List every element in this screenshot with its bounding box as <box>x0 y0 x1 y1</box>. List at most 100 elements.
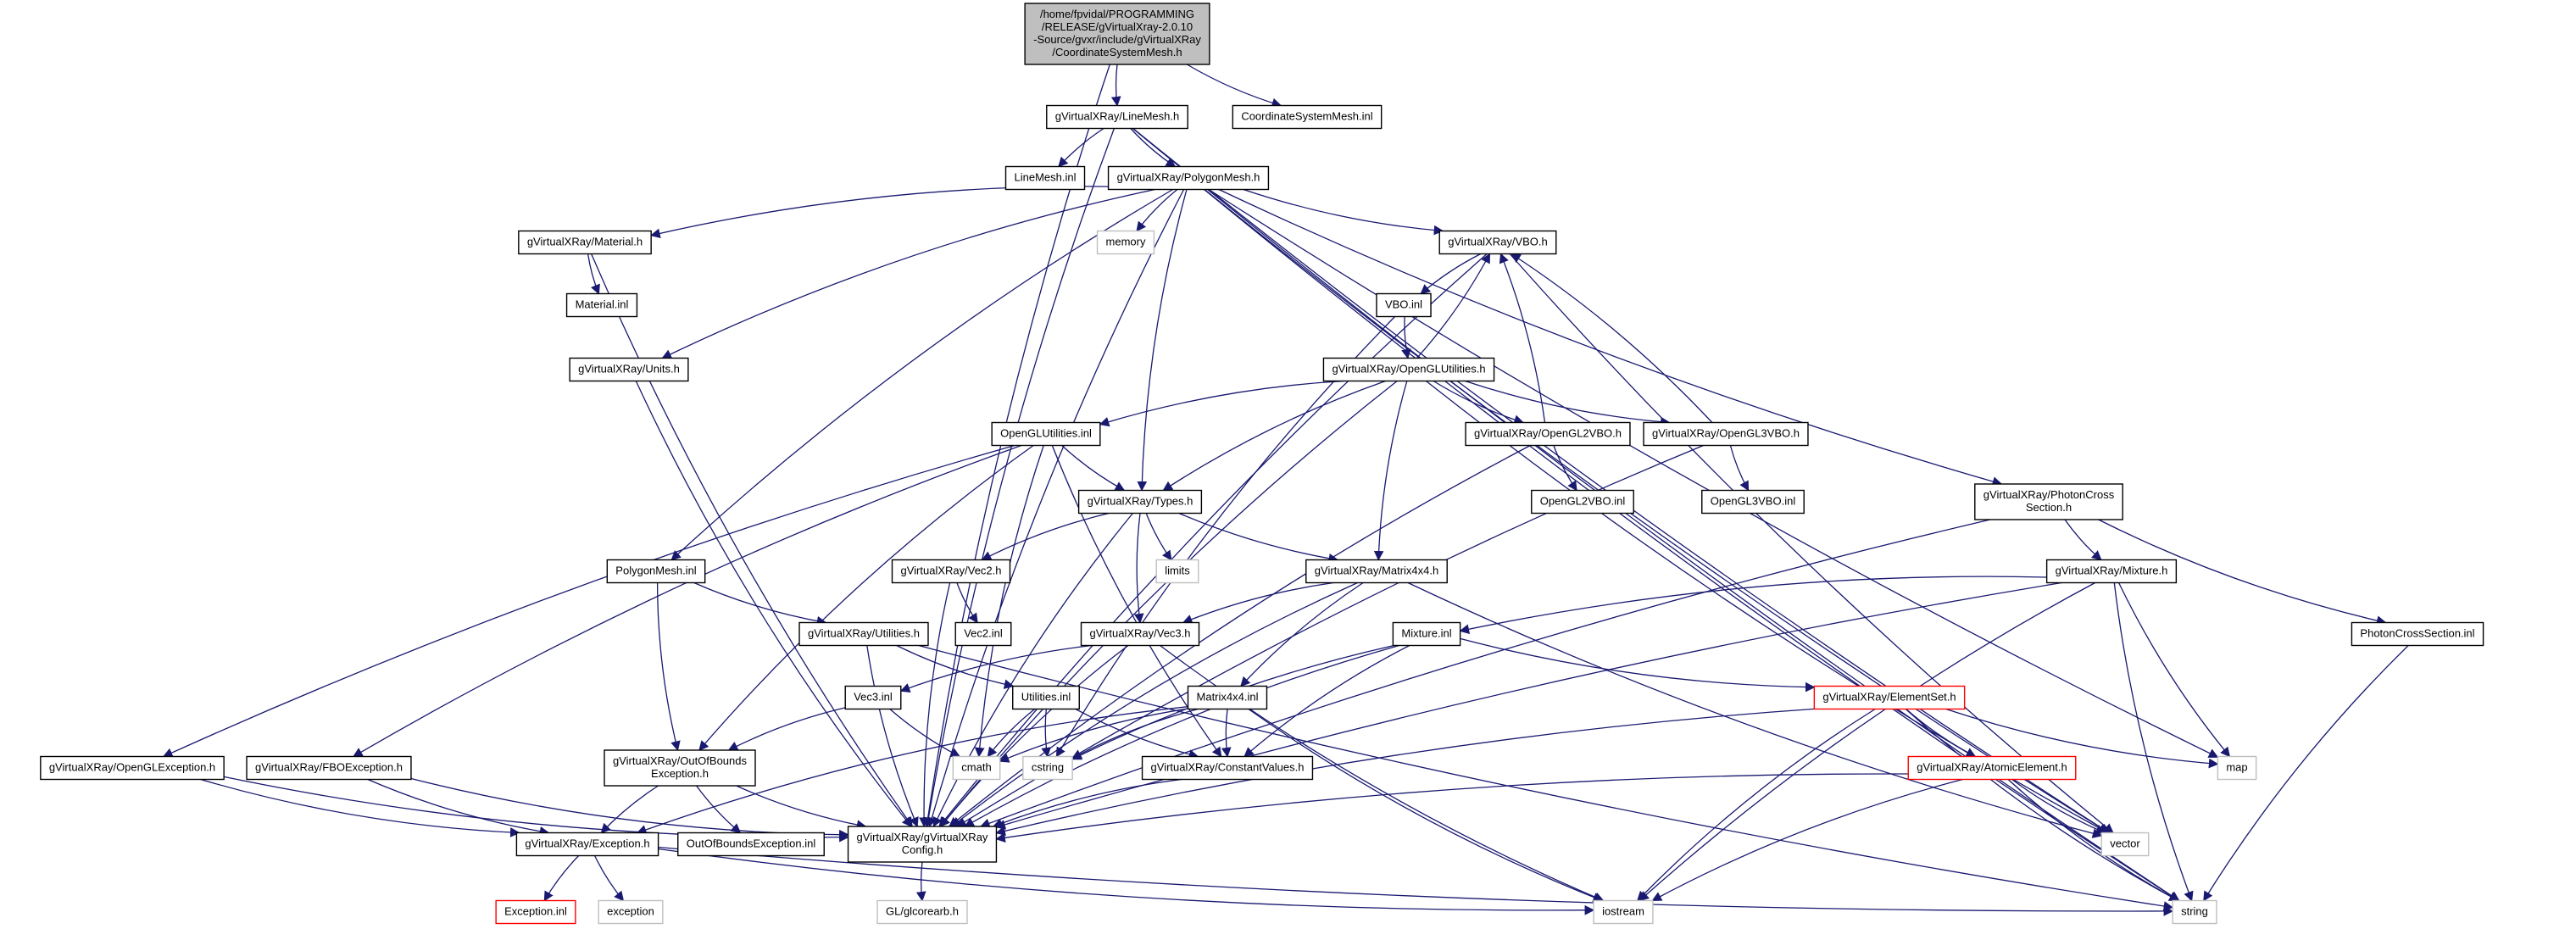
node-ogl-exc-h[interactable]: gVirtualXRay/OpenGLException.h <box>40 755 225 781</box>
node-exception-h[interactable]: gVirtualXRay/Exception.h <box>515 832 659 857</box>
node-box <box>1187 685 1268 710</box>
node-oob-exc-h[interactable]: gVirtualXRay/OutOfBoundsException.h <box>604 749 756 787</box>
node-memory[interactable]: memory <box>1096 230 1155 255</box>
node-fbo-exc-h[interactable]: gVirtualXRay/FBOException.h <box>246 755 412 781</box>
node-ogl3vbo-h[interactable]: gVirtualXRay/OpenGL3VBO.h <box>1643 421 1809 447</box>
node-box <box>876 899 968 925</box>
node-label-line: gVirtualXRay/OpenGL2VBO.h <box>1474 427 1622 440</box>
node-mixture-inl[interactable]: Mixture.inl <box>1392 621 1461 647</box>
edge-utilities-inl-to-cstring <box>1041 709 1051 758</box>
edge-config-h-to-glcorearb <box>915 861 926 902</box>
node-box <box>1643 421 1809 447</box>
node-box <box>677 832 825 857</box>
node-label-line: Section.h <box>2026 501 2072 514</box>
node-label-line: GL/glcorearb.h <box>886 905 959 918</box>
node-material-inl[interactable]: Material.inl <box>565 292 638 318</box>
node-linemesh-h[interactable]: gVirtualXRay/LineMesh.h <box>1046 104 1188 130</box>
node-vec3-h[interactable]: gVirtualXRay/Vec3.h <box>1080 621 1200 647</box>
node-elementset-h[interactable]: gVirtualXRay/ElementSet.h <box>1813 685 1966 710</box>
node-exception-inl[interactable]: Exception.inl <box>495 899 576 925</box>
node-utilities-h[interactable]: gVirtualXRay/Utilities.h <box>798 621 929 647</box>
edge-vbo-inl-to-oglutil-h <box>1401 316 1411 359</box>
edge-material-h-to-material-inl <box>587 253 600 295</box>
node-box <box>2351 621 2484 647</box>
node-types-h[interactable]: gVirtualXRay/Types.h <box>1077 489 1203 515</box>
node-utilities-inl[interactable]: Utilities.inl <box>1012 685 1080 710</box>
node-polygonmesh-h[interactable]: gVirtualXRay/PolygonMesh.h <box>1107 165 1270 191</box>
node-label-line: /home/fpvidal/PROGRAMMING <box>1040 8 1194 20</box>
edge-vec2-h-to-vec2-inl <box>956 582 978 624</box>
node-box <box>1907 755 2077 781</box>
node-box <box>40 755 225 781</box>
node-mixture-h[interactable]: gVirtualXRay/Mixture.h <box>2045 559 2178 584</box>
node-map[interactable]: map <box>2217 755 2257 781</box>
node-box <box>1376 292 1432 318</box>
edge-mixture-inl-to-constvals-h <box>1243 644 1410 758</box>
edge-elementset-h-to-config-h <box>995 708 1815 836</box>
node-polymesh-inl[interactable]: PolygonMesh.inl <box>606 559 706 584</box>
node-cstring[interactable]: cstring <box>1022 755 1073 781</box>
node-label-line: gVirtualXRay/OutOfBounds <box>613 754 748 767</box>
edge-polygonmesh-h-to-vector <box>1204 188 2110 834</box>
node-vbo-inl[interactable]: VBO.inl <box>1376 292 1432 318</box>
node-vec2-h[interactable]: gVirtualXRay/Vec2.h <box>891 559 1011 584</box>
node-root[interactable]: /home/fpvidal/PROGRAMMING/RELEASE/gVirtu… <box>1024 3 1210 65</box>
edge-atomic-h-to-iostream <box>1651 778 1963 902</box>
node-box <box>246 755 412 781</box>
node-cmath[interactable]: cmath <box>952 755 1001 781</box>
node-material-h[interactable]: gVirtualXRay/Material.h <box>518 230 652 255</box>
node-photon-h[interactable]: gVirtualXRay/PhotonCrossSection.h <box>1974 483 2123 520</box>
node-label-line: gVirtualXRay/Mixture.h <box>2056 565 2168 577</box>
node-ogl2vbo-h[interactable]: gVirtualXRay/OpenGL2VBO.h <box>1465 421 1631 447</box>
edge-ogl2vbo-h-to-vbo-h <box>1499 253 1546 423</box>
node-vec2-inl[interactable]: Vec2.inl <box>954 621 1012 647</box>
node-constvals-h[interactable]: gVirtualXRay/ConstantValues.h <box>1141 755 1314 781</box>
node-units-h[interactable]: gVirtualXRay/Units.h <box>569 357 689 382</box>
node-box <box>2100 832 2150 857</box>
node-oglutil-h[interactable]: gVirtualXRay/OpenGLUtilities.h <box>1322 357 1495 382</box>
edge-exception-h-to-exception-inl <box>543 855 580 902</box>
node-matrix-inl[interactable]: Matrix4x4.inl <box>1187 685 1268 710</box>
edge-mixture-inl-to-elementset-h <box>1460 637 1816 693</box>
node-vec3-inl[interactable]: Vec3.inl <box>844 685 902 710</box>
node-box <box>1022 755 1073 781</box>
node-label-line: gVirtualXRay/Vec2.h <box>901 565 1002 577</box>
node-string[interactable]: string <box>2172 899 2217 925</box>
edge-utilities-h-to-config-h <box>866 645 919 828</box>
edge-atomic-h-to-config-h <box>995 773 1909 843</box>
edge-root-to-csm-inl <box>1186 64 1282 108</box>
node-label-line: OpenGL3VBO.inl <box>1711 495 1796 508</box>
node-label-line: gVirtualXRay/ConstantValues.h <box>1151 761 1305 774</box>
node-box <box>518 230 652 255</box>
node-linemesh-inl[interactable]: LineMesh.inl <box>1004 165 1086 191</box>
node-vbo-h[interactable]: gVirtualXRay/VBO.h <box>1438 230 1557 255</box>
edge-vbo-h-to-config-h <box>938 253 1488 827</box>
node-oglutil-inl[interactable]: OpenGLUtilities.inl <box>991 421 1101 447</box>
edge-photon-h-to-config-h <box>980 519 1991 828</box>
node-csm-inl[interactable]: CoordinateSystemMesh.inl <box>1232 104 1383 130</box>
node-label-line: gVirtualXRay/OpenGLUtilities.h <box>1332 363 1485 375</box>
node-photon-inl[interactable]: PhotonCrossSection.inl <box>2351 621 2484 647</box>
node-matrix-h[interactable]: gVirtualXRay/Matrix4x4.h <box>1305 559 1448 584</box>
edge-vbo-h-to-vector <box>1509 253 2114 834</box>
edge-oglutil-inl-to-cmath <box>974 445 1044 758</box>
node-label-line: limits <box>1165 565 1190 577</box>
node-label-line: Config.h <box>902 843 943 856</box>
node-limits[interactable]: limits <box>1155 559 1199 584</box>
node-label-line: Exception.h <box>651 767 709 780</box>
node-label-line: gVirtualXRay/Utilities.h <box>808 627 920 640</box>
node-label-line: OpenGL2VBO.inl <box>1540 495 1626 508</box>
edge-atomic-h-to-string <box>2007 779 2180 902</box>
node-vector[interactable]: vector <box>2100 832 2150 857</box>
node-ogl3vbo-inl[interactable]: OpenGL3VBO.inl <box>1701 489 1805 515</box>
node-label-line: gVirtualXRay/LineMesh.h <box>1055 110 1179 123</box>
node-oob-exc-inl[interactable]: OutOfBoundsException.inl <box>677 832 825 857</box>
node-ogl2vbo-inl[interactable]: OpenGL2VBO.inl <box>1531 489 1634 515</box>
node-exception[interactable]: exception <box>598 899 664 925</box>
node-label-line: Vec3.inl <box>854 691 893 704</box>
node-iostream[interactable]: iostream <box>1593 899 1654 925</box>
node-glcorearb[interactable]: GL/glcorearb.h <box>876 899 968 925</box>
edge-polygonmesh-h-to-polymesh-inl <box>670 188 1174 561</box>
node-atomic-h[interactable]: gVirtualXRay/AtomicElement.h <box>1907 755 2077 781</box>
